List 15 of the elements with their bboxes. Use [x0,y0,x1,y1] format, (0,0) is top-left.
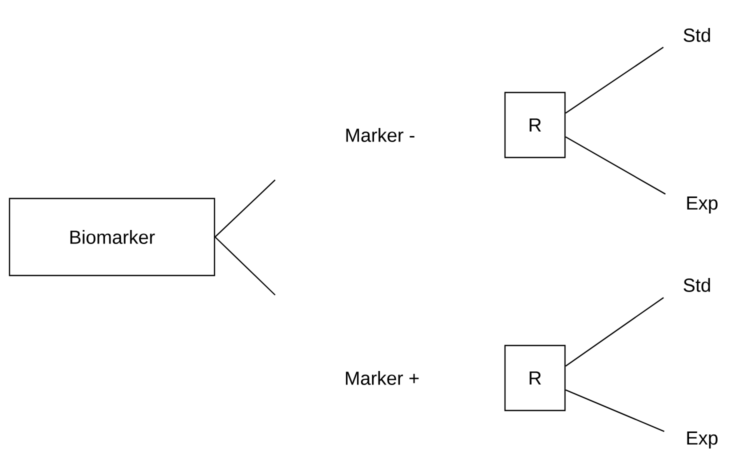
branch-line [565,136,666,195]
branch-line [214,236,276,296]
box: R [504,92,566,158]
branch-line [214,180,276,238]
box: Biomarker [8,198,216,276]
branch-line [565,389,664,432]
branch-label: Std [684,278,710,292]
branch-label: Marker - [346,128,414,142]
branch-line [565,297,664,367]
box: R [504,344,566,412]
branch-label: Exp [687,432,718,448]
branch-label: Marker + [346,371,419,385]
branch-label: Exp [687,196,718,214]
branch-label: Std [684,28,710,42]
branch-line [565,46,664,114]
